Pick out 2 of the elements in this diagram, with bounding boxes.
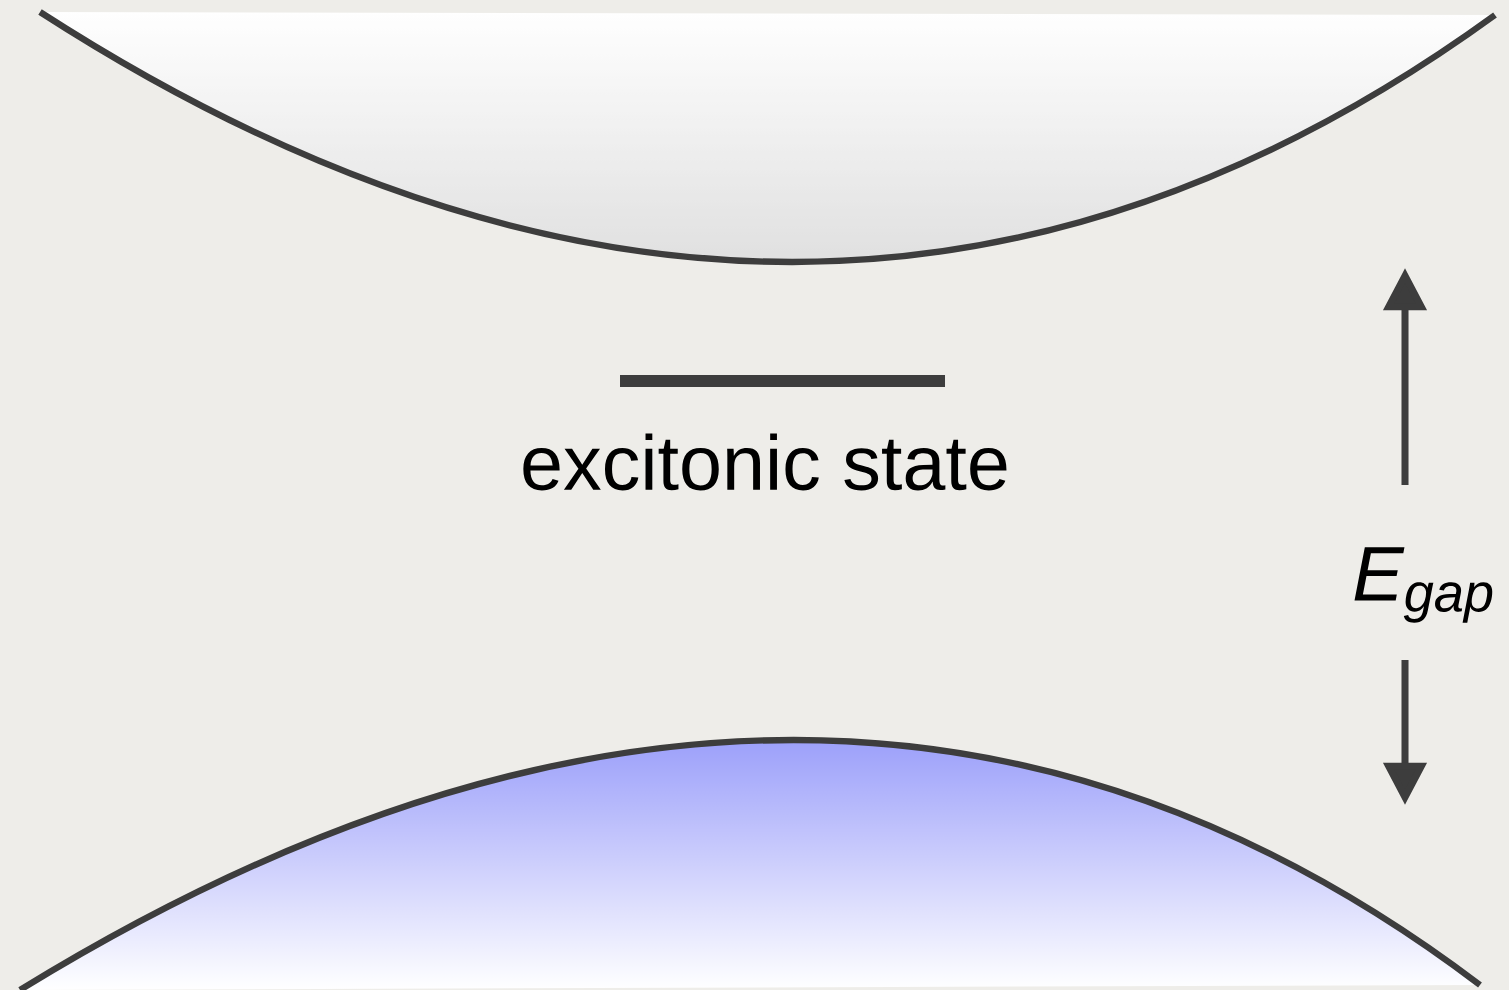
state-label: excitonic state [523, 433, 1007, 491]
energy-gap-label: E$_{gap}$ [1354, 547, 1493, 623]
